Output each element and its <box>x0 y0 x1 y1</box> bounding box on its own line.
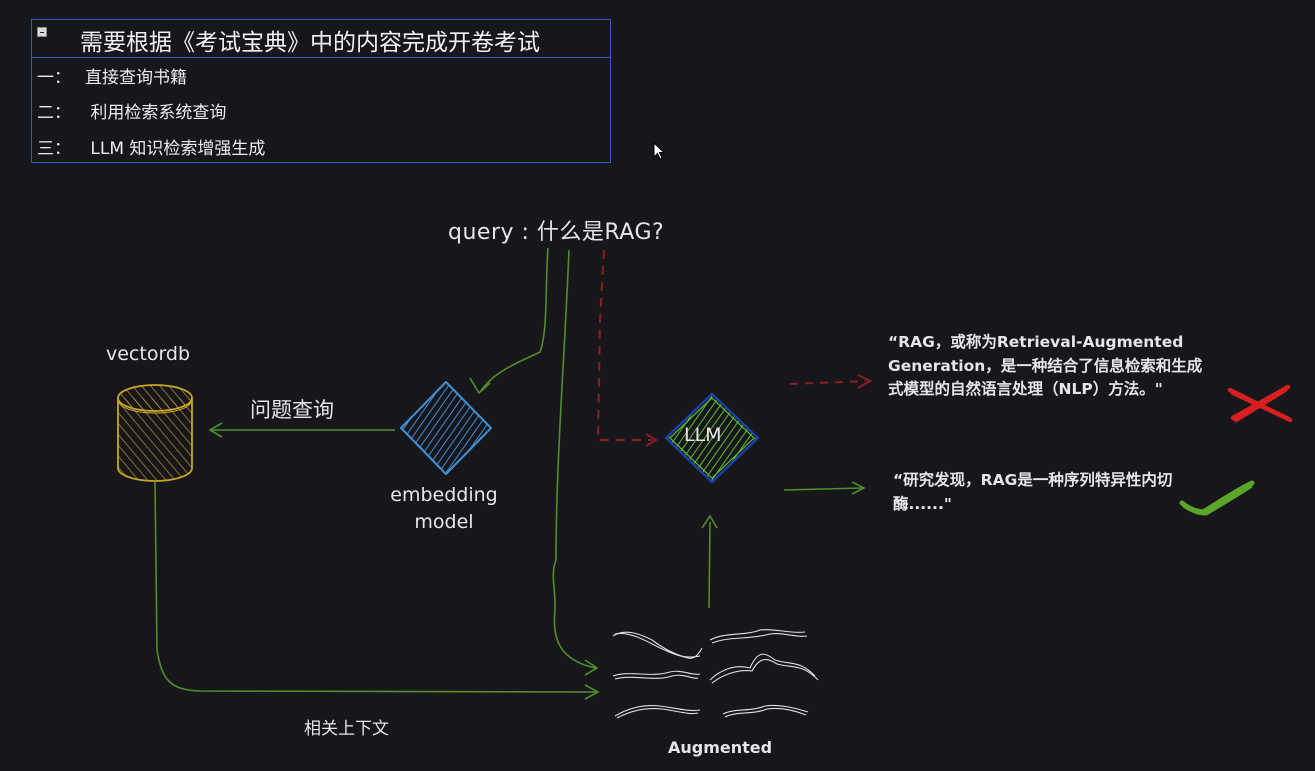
outline-item[interactable]: 三： LLM 知识检索增强生成 <box>37 134 265 159</box>
check-icon <box>1179 480 1255 516</box>
wrong-answer-text: “RAG，或称为Retrieval-Augmented Generation，是… <box>888 333 1203 398</box>
outline-item-number: 一： <box>37 68 71 88</box>
vectordb-label: vectordb <box>106 343 191 365</box>
right-answer-text: “研究发现，RAG是一种序列特异性内切酶......" <box>893 471 1173 513</box>
outline-item[interactable]: 一： 直接查询书籍 <box>37 63 187 88</box>
arrow-augmented-to-llm <box>701 514 718 609</box>
outline-item-number: 二： <box>37 103 71 123</box>
outline-item-text: 利用检索系统查询 <box>85 103 227 123</box>
arrow-llm-to-wrong-answer <box>789 374 873 389</box>
outline-box: 需要根据《考试宝典》中的内容完成开卷考试 一： 直接查询书籍 二： 利用检索系统查… <box>31 19 611 163</box>
outline-item[interactable]: 二： 利用检索系统查询 <box>37 98 226 123</box>
outline-item-text: LLM 知识检索增强生成 <box>85 139 266 159</box>
outline-header: 需要根据《考试宝典》中的内容完成开卷考试 <box>32 20 610 58</box>
question-query-label: 问题查询 <box>250 398 334 422</box>
augmented-label: Augmented <box>668 738 773 757</box>
outline-item-text: 直接查询书籍 <box>85 68 187 88</box>
outline-title: 需要根据《考试宝典》中的内容完成开卷考试 <box>80 30 540 56</box>
collapse-icon[interactable] <box>37 27 47 37</box>
cross-icon <box>1227 384 1293 423</box>
outline-item-number: 三： <box>37 139 71 159</box>
vectordb-cylinder <box>117 384 193 482</box>
arrow-embedding-to-vectordb <box>208 422 395 438</box>
llm-diamond <box>664 392 760 484</box>
embedding-model-label: embedding model <box>390 484 498 533</box>
arrow-query-to-augmented <box>552 249 599 676</box>
arrow-query-to-llm-dashed <box>596 249 658 447</box>
augmented-scribbles <box>612 629 819 719</box>
llm-label: LLM <box>684 424 722 446</box>
related-context-label: 相关上下文 <box>304 719 389 739</box>
arrow-query-to-embedding <box>469 247 549 395</box>
arrow-vectordb-to-augmented <box>154 481 600 700</box>
query-label: query : 什么是RAG? <box>448 220 665 245</box>
cursor-icon <box>653 142 666 160</box>
arrow-llm-to-right-answer <box>783 481 866 495</box>
embedding-model-diamond <box>400 381 492 475</box>
